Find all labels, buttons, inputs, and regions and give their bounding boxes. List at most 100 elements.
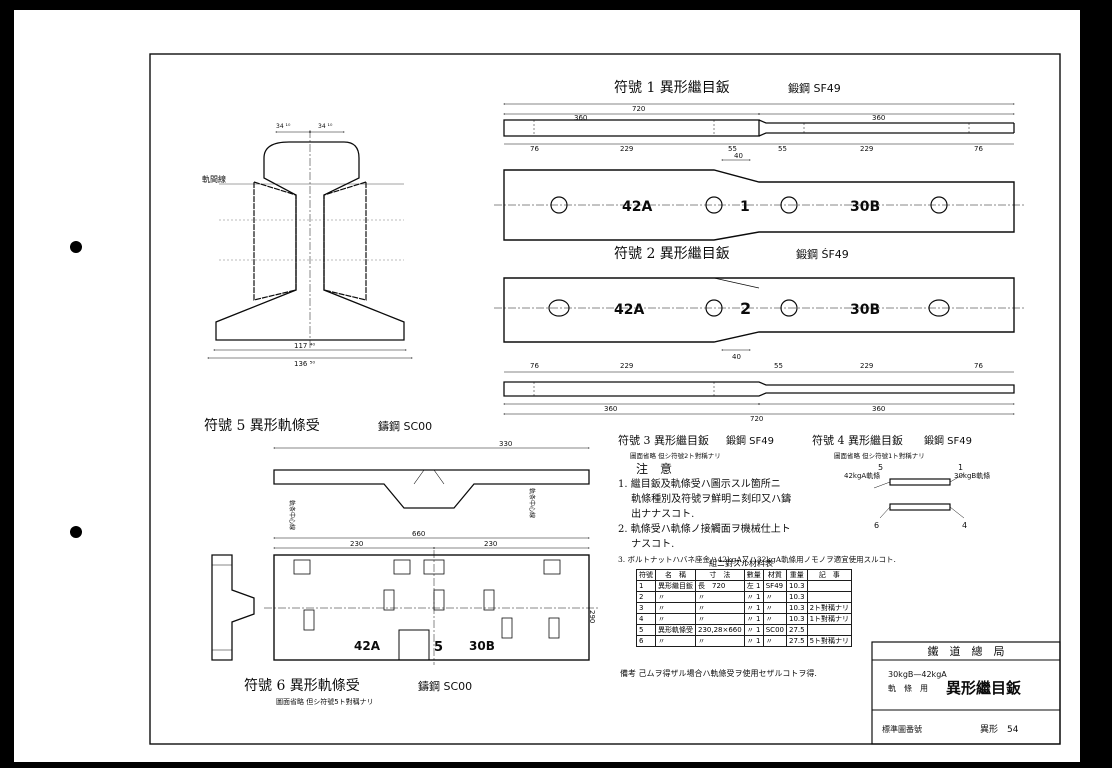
bom-cell: SC00 — [762, 624, 787, 636]
rail-a-label: 42kgA軌條 — [844, 471, 880, 480]
part2-label-right: 30B — [850, 302, 880, 318]
bom-cell: 〃 1 — [743, 624, 764, 636]
bom-cell: SF49 — [762, 580, 787, 592]
part5-label-num: 5 — [434, 640, 443, 655]
bom-cell — [806, 591, 853, 603]
part5-side-view — [211, 554, 255, 661]
dim-229-right: 229 — [860, 145, 873, 153]
rail-level-label: 軌間線 — [202, 174, 226, 184]
bom-cell: 〃 1 — [743, 591, 764, 603]
bom-cell: 〃 — [695, 591, 745, 603]
bom-header: 名 稱 — [655, 569, 696, 581]
bom-cell: 4 — [636, 613, 656, 625]
bom-cell — [806, 580, 853, 592]
part5-title: 符號 5 異形軌條受 — [204, 418, 320, 434]
dim-55-right: 55 — [778, 145, 787, 153]
dim-360-b-right: 360 — [872, 405, 885, 413]
bom-cell: 〃 1 — [743, 602, 764, 614]
note-line-5: ナスコト. — [618, 539, 675, 550]
part2-bottom-view — [502, 371, 1016, 415]
bom-header: 寸 法 — [695, 569, 745, 581]
dim-290: 290 — [588, 610, 596, 623]
bom-cell: 1 — [636, 580, 656, 592]
rail-cross-section — [206, 130, 414, 359]
bom-cell: 異形軌條受 — [655, 624, 696, 636]
drawing-name: 異形繼目鈑 — [946, 679, 1021, 697]
bom-cell: 10.3 — [785, 602, 808, 614]
part1-top-view — [502, 103, 1016, 145]
bom-cell: 5ト對稱ナリ — [806, 635, 853, 647]
bom-cell — [806, 624, 853, 636]
dim-229-b-right: 229 — [860, 362, 873, 370]
bom-cell: 〃 1 — [743, 613, 764, 625]
bom-cell: 2 — [636, 591, 656, 603]
bom-cell: 27.5 — [785, 635, 808, 647]
bom-cell: 〃 — [655, 591, 696, 603]
rail-center-b: 軌条中心線 — [528, 488, 536, 518]
note-line-6: 3. ボルトナットハバネ座金ハ42kgA又ハ32kgA軌條用ノモノヲ適宜使用スル… — [618, 555, 896, 564]
bom-header: 數量 — [743, 569, 764, 581]
bom-cell: 3 — [636, 602, 656, 614]
note-line-2: 軌條種別及符號ヲ鮮明ニ刻印又ハ鑄 — [618, 494, 792, 505]
dim-40-part1: 40 — [734, 152, 743, 160]
punch-hole-top — [70, 241, 82, 253]
dim-34-left: 34 ¹⁰ — [276, 123, 291, 130]
dim-40-part2: 40 — [732, 353, 741, 361]
rail-spec: 30kgB—42kgA — [888, 670, 947, 679]
organization-name: 鐵 道 總 局 — [928, 644, 1005, 658]
dim-229-left: 229 — [620, 145, 633, 153]
part5-label-left: 42A — [354, 639, 381, 653]
bom-caption: 組ニ對スル材料表 — [709, 559, 773, 568]
dim-360-b-left: 360 — [604, 405, 617, 413]
dim-117: 117 ⁴⁰ — [294, 342, 315, 350]
bom-cell: 〃 — [655, 635, 696, 647]
bom-cell: 10.3 — [785, 591, 808, 603]
notes-heading: 注 意 — [636, 462, 673, 476]
dim-55-left: 55 — [728, 145, 737, 153]
drawing-border — [149, 53, 1061, 745]
part2-label-left: 42A — [614, 302, 644, 318]
part6-sub: 圖面省略 但シ符號5ト對稱ナリ — [276, 697, 374, 706]
dim-660: 660 — [412, 530, 425, 538]
part2-label-num: 2 — [740, 299, 751, 318]
title-block: 鐵 道 總 局 30kgB—42kgA 軌 條 用 異形繼目鈑 標準圖番號 異形… — [871, 641, 1061, 745]
bom-cell: 〃 — [762, 602, 787, 614]
part1-label-right: 30B — [850, 199, 880, 215]
part6-material: 鑄鋼 SC00 — [418, 679, 472, 693]
drawing-sheet: 鐵 道 總 局 30kgB—42kgA 軌 條 用 異形繼目鈑 標準圖番號 異形… — [14, 10, 1080, 762]
part3-sub: 圖面省略 但シ符號2ト對稱ナリ — [630, 451, 721, 460]
dim-720-top: 720 — [632, 105, 645, 113]
dim-55-b-right: 55 — [774, 362, 783, 370]
remark-text: 備考 己ムヲ得ザル場合ハ軌條受ヲ使用セザルコトヲ得. — [620, 668, 817, 678]
dim-230-left: 230 — [350, 540, 363, 548]
bom-cell: 異形繼目鈑 — [655, 580, 696, 592]
part4-material: 鍛鋼 SF49 — [924, 434, 972, 447]
bom-cell: 〃 — [655, 613, 696, 625]
assembly-num-4: 4 — [962, 521, 967, 530]
drawing-number: 異形 54 — [980, 723, 1019, 735]
rail-usage: 軌 條 用 — [888, 683, 928, 693]
part1-front-view — [494, 159, 1024, 241]
dim-330: 330 — [499, 440, 512, 448]
bom-cell: 長 720 — [695, 580, 745, 592]
bom-cell: 6 — [636, 635, 656, 647]
dim-76-right: 76 — [974, 145, 983, 153]
part5-material: 鑄鋼 SC00 — [378, 419, 432, 433]
dim-76-b-left: 76 — [530, 362, 539, 370]
part5-label-right: 30B — [469, 639, 495, 653]
dim-76-left: 76 — [530, 145, 539, 153]
assembly-num-6: 6 — [874, 521, 879, 530]
dim-230-right: 230 — [484, 540, 497, 548]
part3-title: 符號 3 異形繼目鈑 — [618, 433, 709, 447]
bom-cell: 〃 1 — [743, 635, 764, 647]
bom-cell: 10.3 — [785, 580, 808, 592]
assembly-num-5: 5 — [878, 463, 883, 472]
bom-cell: 〃 — [695, 635, 745, 647]
bom-cell: 27.5 — [785, 624, 808, 636]
standard-label: 標準圖番號 — [882, 724, 922, 734]
dim-34-right: 34 ¹⁰ — [318, 123, 333, 130]
note-line-4: 2. 軌條受ハ軌條ノ接觸面ヲ機械仕上ト — [618, 524, 791, 535]
dim-136: 136 ⁵⁰ — [294, 360, 315, 368]
bom-cell: 10.3 — [785, 613, 808, 625]
